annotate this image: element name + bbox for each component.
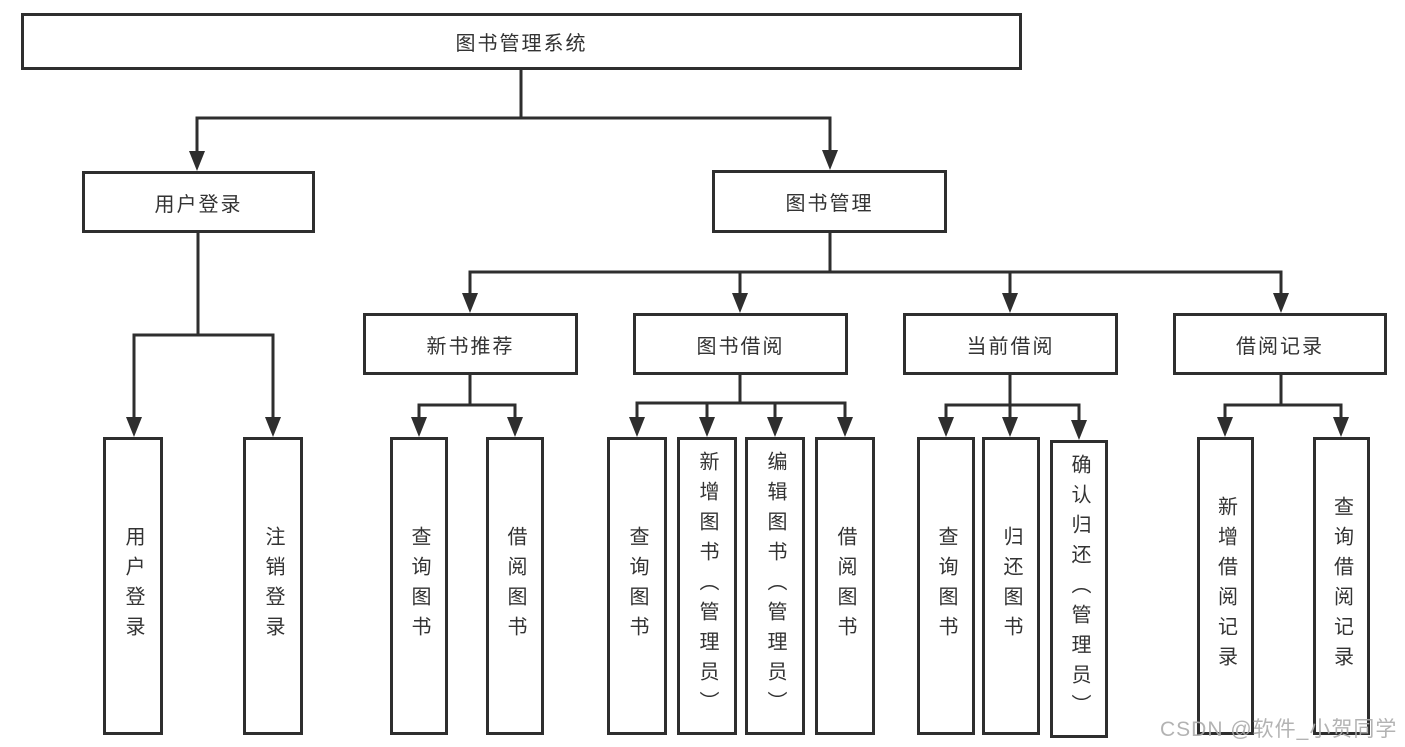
node-borrow-books-action: 借阅图书	[815, 437, 875, 735]
node-current-borrow: 当前借阅	[903, 313, 1118, 375]
node-user-login: 用户登录	[82, 171, 315, 233]
arrowhead	[1217, 417, 1233, 437]
node-borrow-records: 借阅记录	[1173, 313, 1387, 375]
arrowhead	[126, 417, 142, 437]
node-query-books-recommend: 查询图书	[390, 437, 448, 735]
node-query-books-recommend-label: 查询图书	[408, 526, 430, 646]
arrowhead	[189, 151, 205, 171]
node-query-books-borrow-label: 查询图书	[626, 526, 648, 646]
node-query-books-borrow: 查询图书	[607, 437, 667, 735]
node-borrow-books-recommend: 借阅图书	[486, 437, 544, 735]
node-query-books-current: 查询图书	[917, 437, 975, 735]
arrowhead	[938, 417, 954, 437]
node-book-borrow-label: 图书借阅	[696, 335, 785, 358]
arrowhead	[837, 417, 853, 437]
arrowhead	[1071, 420, 1087, 440]
node-user-login-action-label: 用户登录	[122, 526, 144, 646]
node-logout-label: 注销登录	[262, 526, 284, 646]
arrowhead	[507, 417, 523, 437]
node-return-books: 归还图书	[982, 437, 1040, 735]
connector-path	[132, 68, 1343, 428]
arrowhead	[1273, 293, 1289, 313]
node-add-borrow-record-label: 新增借阅记录	[1214, 496, 1237, 676]
node-add-borrow-record: 新增借阅记录	[1197, 437, 1254, 735]
arrowhead	[767, 417, 783, 437]
node-edit-book-admin: 编辑图书（管理员）	[745, 437, 805, 735]
arrowhead	[699, 417, 715, 437]
node-add-book-admin-label: 新增图书（管理员）	[696, 451, 718, 721]
arrowhead	[1002, 293, 1018, 313]
arrowhead	[629, 417, 645, 437]
node-user-login-action: 用户登录	[103, 437, 163, 735]
node-add-book-admin: 新增图书（管理员）	[677, 437, 737, 735]
watermark-text: CSDN @软件_小贺同学	[1160, 718, 1398, 741]
node-borrow-books-recommend-label: 借阅图书	[504, 526, 526, 646]
node-book-management-label: 图书管理	[785, 193, 874, 215]
arrowhead	[1002, 417, 1018, 437]
node-confirm-return-admin: 确认归还（管理员）	[1050, 440, 1108, 738]
node-edit-book-admin-label: 编辑图书（管理员）	[764, 451, 786, 721]
node-root-label: 图书管理系统	[455, 33, 588, 55]
node-root: 图书管理系统	[21, 13, 1022, 70]
node-book-borrow: 图书借阅	[633, 313, 848, 375]
arrowhead	[1333, 417, 1349, 437]
node-query-books-current-label: 查询图书	[935, 526, 957, 646]
arrowhead	[732, 293, 748, 313]
arrowhead	[462, 293, 478, 313]
node-borrow-records-label: 借阅记录	[1236, 335, 1324, 358]
node-current-borrow-label: 当前借阅	[966, 335, 1055, 358]
arrowhead	[265, 417, 281, 437]
node-logout: 注销登录	[243, 437, 303, 735]
node-new-book-recommend-label: 新书推荐	[426, 335, 515, 358]
node-user-login-label: 用户登录	[154, 193, 243, 216]
arrowhead	[411, 417, 427, 437]
node-book-management: 图书管理	[712, 170, 947, 233]
node-return-books-label: 归还图书	[1000, 526, 1022, 646]
node-confirm-return-admin-label: 确认归还（管理员）	[1068, 454, 1090, 724]
arrowhead	[822, 150, 838, 170]
node-query-borrow-record: 查询借阅记录	[1313, 437, 1370, 735]
arrowheads	[126, 150, 1349, 440]
node-new-book-recommend: 新书推荐	[363, 313, 578, 375]
node-borrow-books-action-label: 借阅图书	[834, 526, 856, 646]
node-query-borrow-record-label: 查询借阅记录	[1330, 496, 1353, 676]
